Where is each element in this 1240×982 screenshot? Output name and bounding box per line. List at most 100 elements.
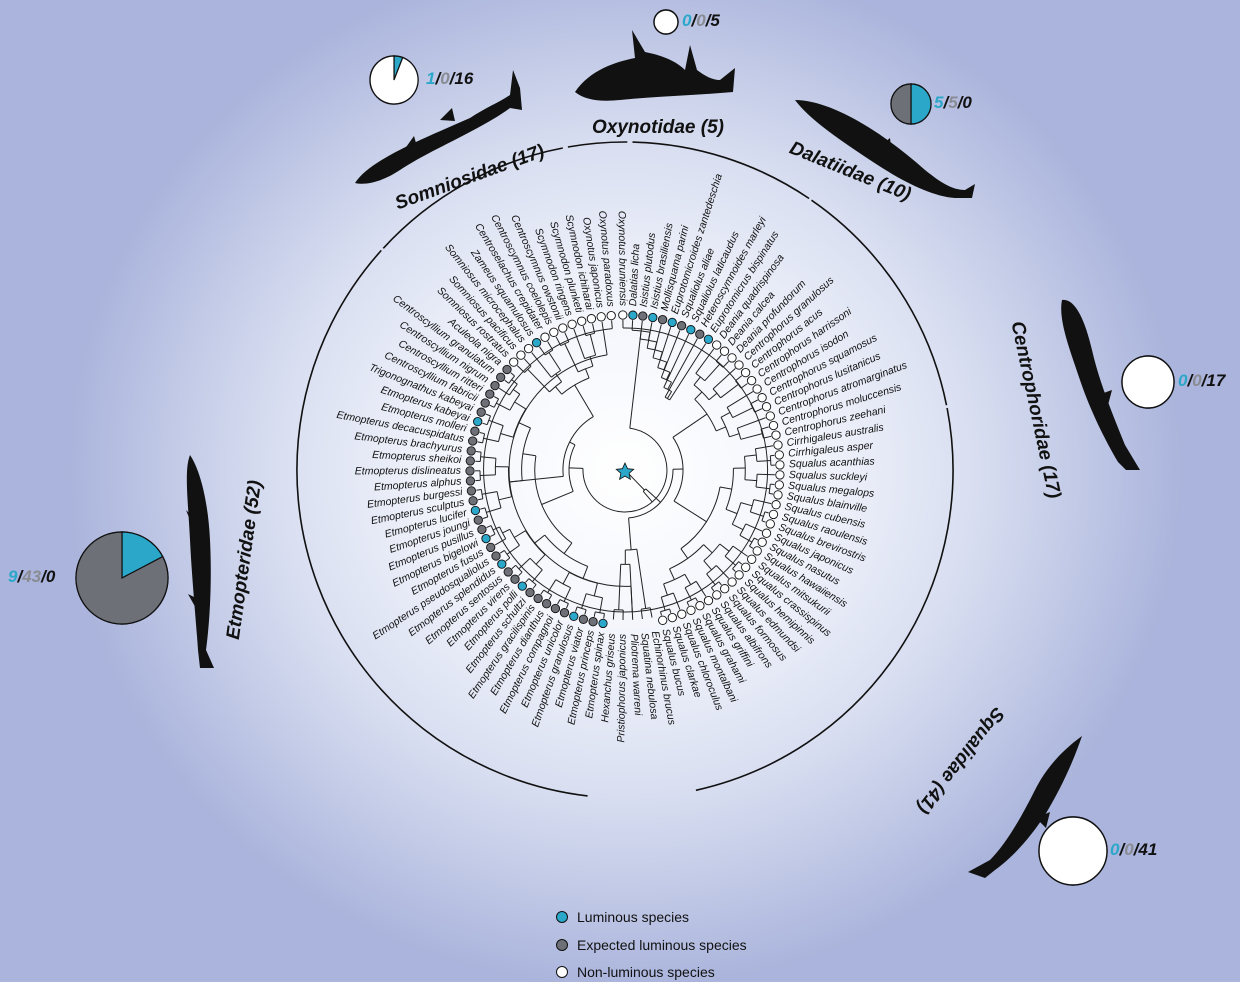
tree-branch — [519, 558, 530, 569]
tree-branch — [670, 609, 671, 613]
species-dot — [619, 311, 627, 319]
tree-branch — [536, 555, 545, 565]
tree-branch — [519, 572, 523, 576]
species-dot — [735, 571, 743, 579]
tree-branch — [736, 376, 742, 381]
species-dot — [713, 591, 721, 599]
legend: Luminous species Expected luminous speci… — [557, 909, 747, 980]
tree-branch — [696, 349, 714, 373]
tree-branch — [519, 423, 531, 428]
tree-branch — [533, 570, 543, 582]
tree-branch — [647, 322, 652, 348]
tree-arc — [480, 452, 481, 461]
tree-branch — [483, 423, 488, 425]
species-dot — [649, 313, 657, 321]
species-dot — [492, 552, 500, 560]
tree-arc — [750, 538, 755, 546]
tree-arc — [550, 382, 562, 392]
tree-branch — [486, 414, 491, 416]
species-dot — [696, 602, 704, 610]
tree-arc — [578, 366, 593, 372]
tree-branch — [500, 550, 504, 553]
species-dot — [559, 324, 567, 332]
tree-arc — [696, 373, 705, 380]
species-dot — [747, 376, 755, 384]
tree-arc — [707, 566, 717, 574]
squalidae-label: Squalidae (41) — [912, 703, 1008, 817]
tree-branch — [741, 384, 748, 389]
tree-branch — [761, 427, 769, 429]
tree-branch — [476, 452, 481, 453]
species-dot — [776, 471, 784, 479]
species-dot — [597, 313, 605, 321]
species-dot — [721, 585, 729, 593]
species-dot — [467, 487, 475, 495]
species-dot — [753, 547, 761, 555]
legend-expected: Expected luminous species — [557, 937, 747, 953]
species-dot — [748, 555, 756, 563]
species-dot — [477, 408, 485, 416]
species-dot — [568, 320, 576, 328]
tree-branch — [576, 607, 578, 612]
tree-arc — [556, 580, 571, 588]
pie-slice — [654, 10, 678, 34]
species-name: Squalus acanthias — [789, 456, 876, 471]
tree-branch — [586, 369, 590, 378]
tree-branch — [755, 446, 773, 449]
tree-branch — [506, 558, 510, 561]
tree-branch — [762, 521, 766, 522]
tree-arc — [510, 529, 520, 545]
tree-branch — [716, 427, 726, 431]
species-dot — [474, 417, 482, 425]
tree-branch — [491, 534, 496, 536]
species-dot — [579, 615, 587, 623]
tree-branch — [725, 556, 736, 565]
species-dot — [728, 578, 736, 586]
tree-arc — [727, 407, 733, 417]
tree-arc — [740, 524, 746, 535]
species-dot — [511, 575, 519, 583]
species-dot — [474, 516, 482, 524]
species-dot — [524, 344, 532, 352]
species-dot — [599, 619, 607, 627]
species-dot — [478, 525, 486, 533]
species-leaves: Oxynotus bruniensisDalatias lichaIsistiu… — [336, 172, 910, 742]
tree-branch — [532, 353, 552, 378]
tree-branch — [590, 334, 595, 355]
tree-branch — [613, 610, 614, 620]
legend-expected-label: Expected luminous species — [577, 937, 747, 953]
tree-branch — [480, 508, 485, 509]
species-dot — [772, 501, 780, 509]
species-dot — [769, 421, 777, 429]
tree-branch — [499, 388, 509, 395]
species-dot — [504, 568, 512, 576]
tree-branch — [670, 569, 675, 580]
tree-branch — [602, 322, 607, 355]
species-dot — [491, 381, 499, 389]
tree-arc — [509, 355, 631, 587]
tree-branch — [665, 339, 697, 398]
tree-branch — [685, 574, 691, 584]
species-dot — [766, 412, 774, 420]
species-dot — [607, 311, 615, 319]
tree-branch — [721, 384, 739, 397]
tree-branch — [514, 531, 525, 538]
tree-branch — [763, 436, 771, 438]
tree-arc — [561, 342, 569, 346]
tree-branch — [661, 597, 665, 610]
count-non: 0 — [46, 567, 56, 586]
species-dot — [471, 427, 479, 435]
species-dot — [704, 335, 712, 343]
tree-branch — [694, 377, 700, 385]
tree-branch — [490, 405, 495, 407]
count-non: 41 — [1137, 840, 1157, 859]
count-non: 0 — [962, 93, 972, 112]
species-dot — [658, 315, 666, 323]
species-dot — [497, 373, 505, 381]
species-dot — [639, 312, 647, 320]
tree-branch — [549, 595, 552, 599]
species-dot — [487, 543, 495, 551]
species-dot — [551, 604, 559, 612]
species-dot — [541, 333, 549, 341]
species-dot — [668, 613, 676, 621]
